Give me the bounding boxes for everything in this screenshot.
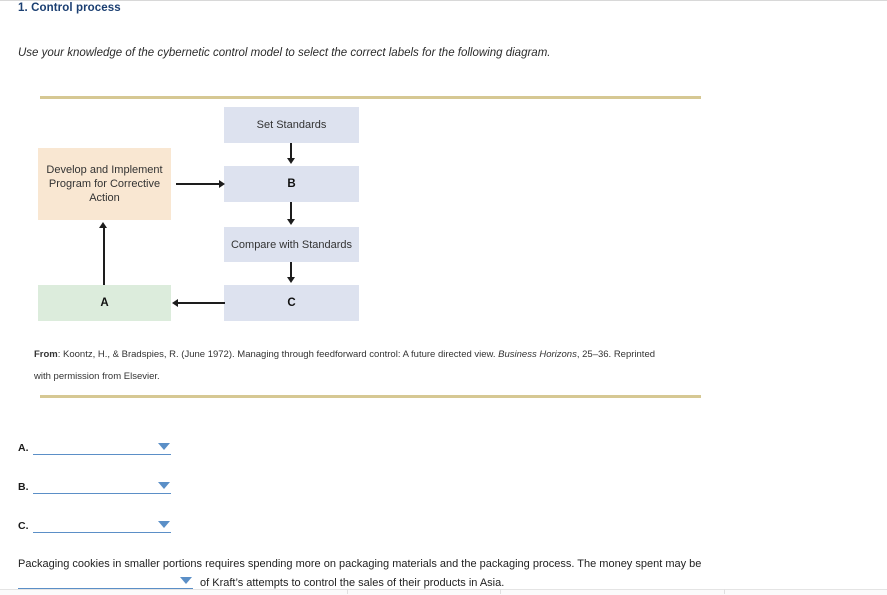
chevron-down-icon[interactable] (180, 577, 192, 584)
arrowhead-down-icon (287, 219, 295, 225)
arrow-set-standards-to-b (290, 143, 292, 160)
diagram-node-compare-with-standards: Compare with Standards (224, 227, 359, 262)
closing-dropdown[interactable] (18, 573, 193, 589)
arrow-b-to-compare (290, 202, 292, 220)
answer-row-a: A. (18, 438, 171, 455)
arrow-c-to-a (178, 302, 225, 304)
diagram-node-develop-corrective-action: Develop and Implement Program for Correc… (38, 148, 171, 220)
answer-dropdown-a[interactable] (32, 438, 171, 455)
top-divider (0, 0, 887, 1)
page-title: 1. Control process (18, 2, 121, 14)
arrowhead-left-icon (172, 299, 178, 307)
closing-paragraph-tail: of Kraft’s attempts to control the sales… (200, 577, 505, 589)
answer-label-c: C. (18, 520, 29, 532)
diagram-node-set-standards: Set Standards (224, 107, 359, 143)
arrow-a-to-develop (103, 228, 105, 285)
chevron-down-icon[interactable] (157, 482, 170, 489)
figure-citation: From: Koontz, H., & Bradspies, R. (June … (34, 344, 674, 388)
answer-label-a: A. (18, 442, 29, 454)
answer-dropdown-b[interactable] (32, 477, 171, 494)
chevron-down-icon[interactable] (157, 443, 170, 450)
answer-row-b: B. (18, 477, 171, 494)
figure-top-rule (40, 96, 701, 99)
citation-prefix: From (34, 349, 58, 360)
arrow-compare-to-c (290, 262, 292, 278)
diagram-node-c: C (224, 285, 359, 321)
diagram-node-b: B (224, 166, 359, 202)
answer-row-c: C. (18, 516, 171, 533)
figure-bottom-rule (40, 395, 701, 398)
answer-label-b: B. (18, 481, 29, 493)
instruction-text: Use your knowledge of the cybernetic con… (18, 47, 551, 59)
arrowhead-down-icon (287, 158, 295, 164)
closing-paragraph-line1: Packaging cookies in smaller portions re… (18, 558, 702, 570)
citation-text-before: : Koontz, H., & Bradspies, R. (June 1972… (57, 349, 499, 360)
bottom-edge-segment (347, 589, 348, 594)
bottom-edge-segment (724, 589, 725, 594)
bottom-edge-segment (500, 589, 501, 594)
citation-text-after: , 25–36. Reprinted with permission from … (34, 349, 656, 382)
answer-dropdown-c[interactable] (32, 516, 171, 533)
closing-paragraph-line2: of Kraft’s attempts to control the sales… (18, 573, 504, 589)
citation-journal: Business Horizons (498, 349, 577, 360)
diagram-node-a: A (38, 285, 171, 321)
bottom-edge-strip (0, 589, 887, 595)
arrowhead-up-icon (99, 222, 107, 228)
chevron-down-icon[interactable] (157, 521, 170, 528)
arrowhead-down-icon (287, 277, 295, 283)
arrow-develop-to-b (176, 183, 220, 185)
